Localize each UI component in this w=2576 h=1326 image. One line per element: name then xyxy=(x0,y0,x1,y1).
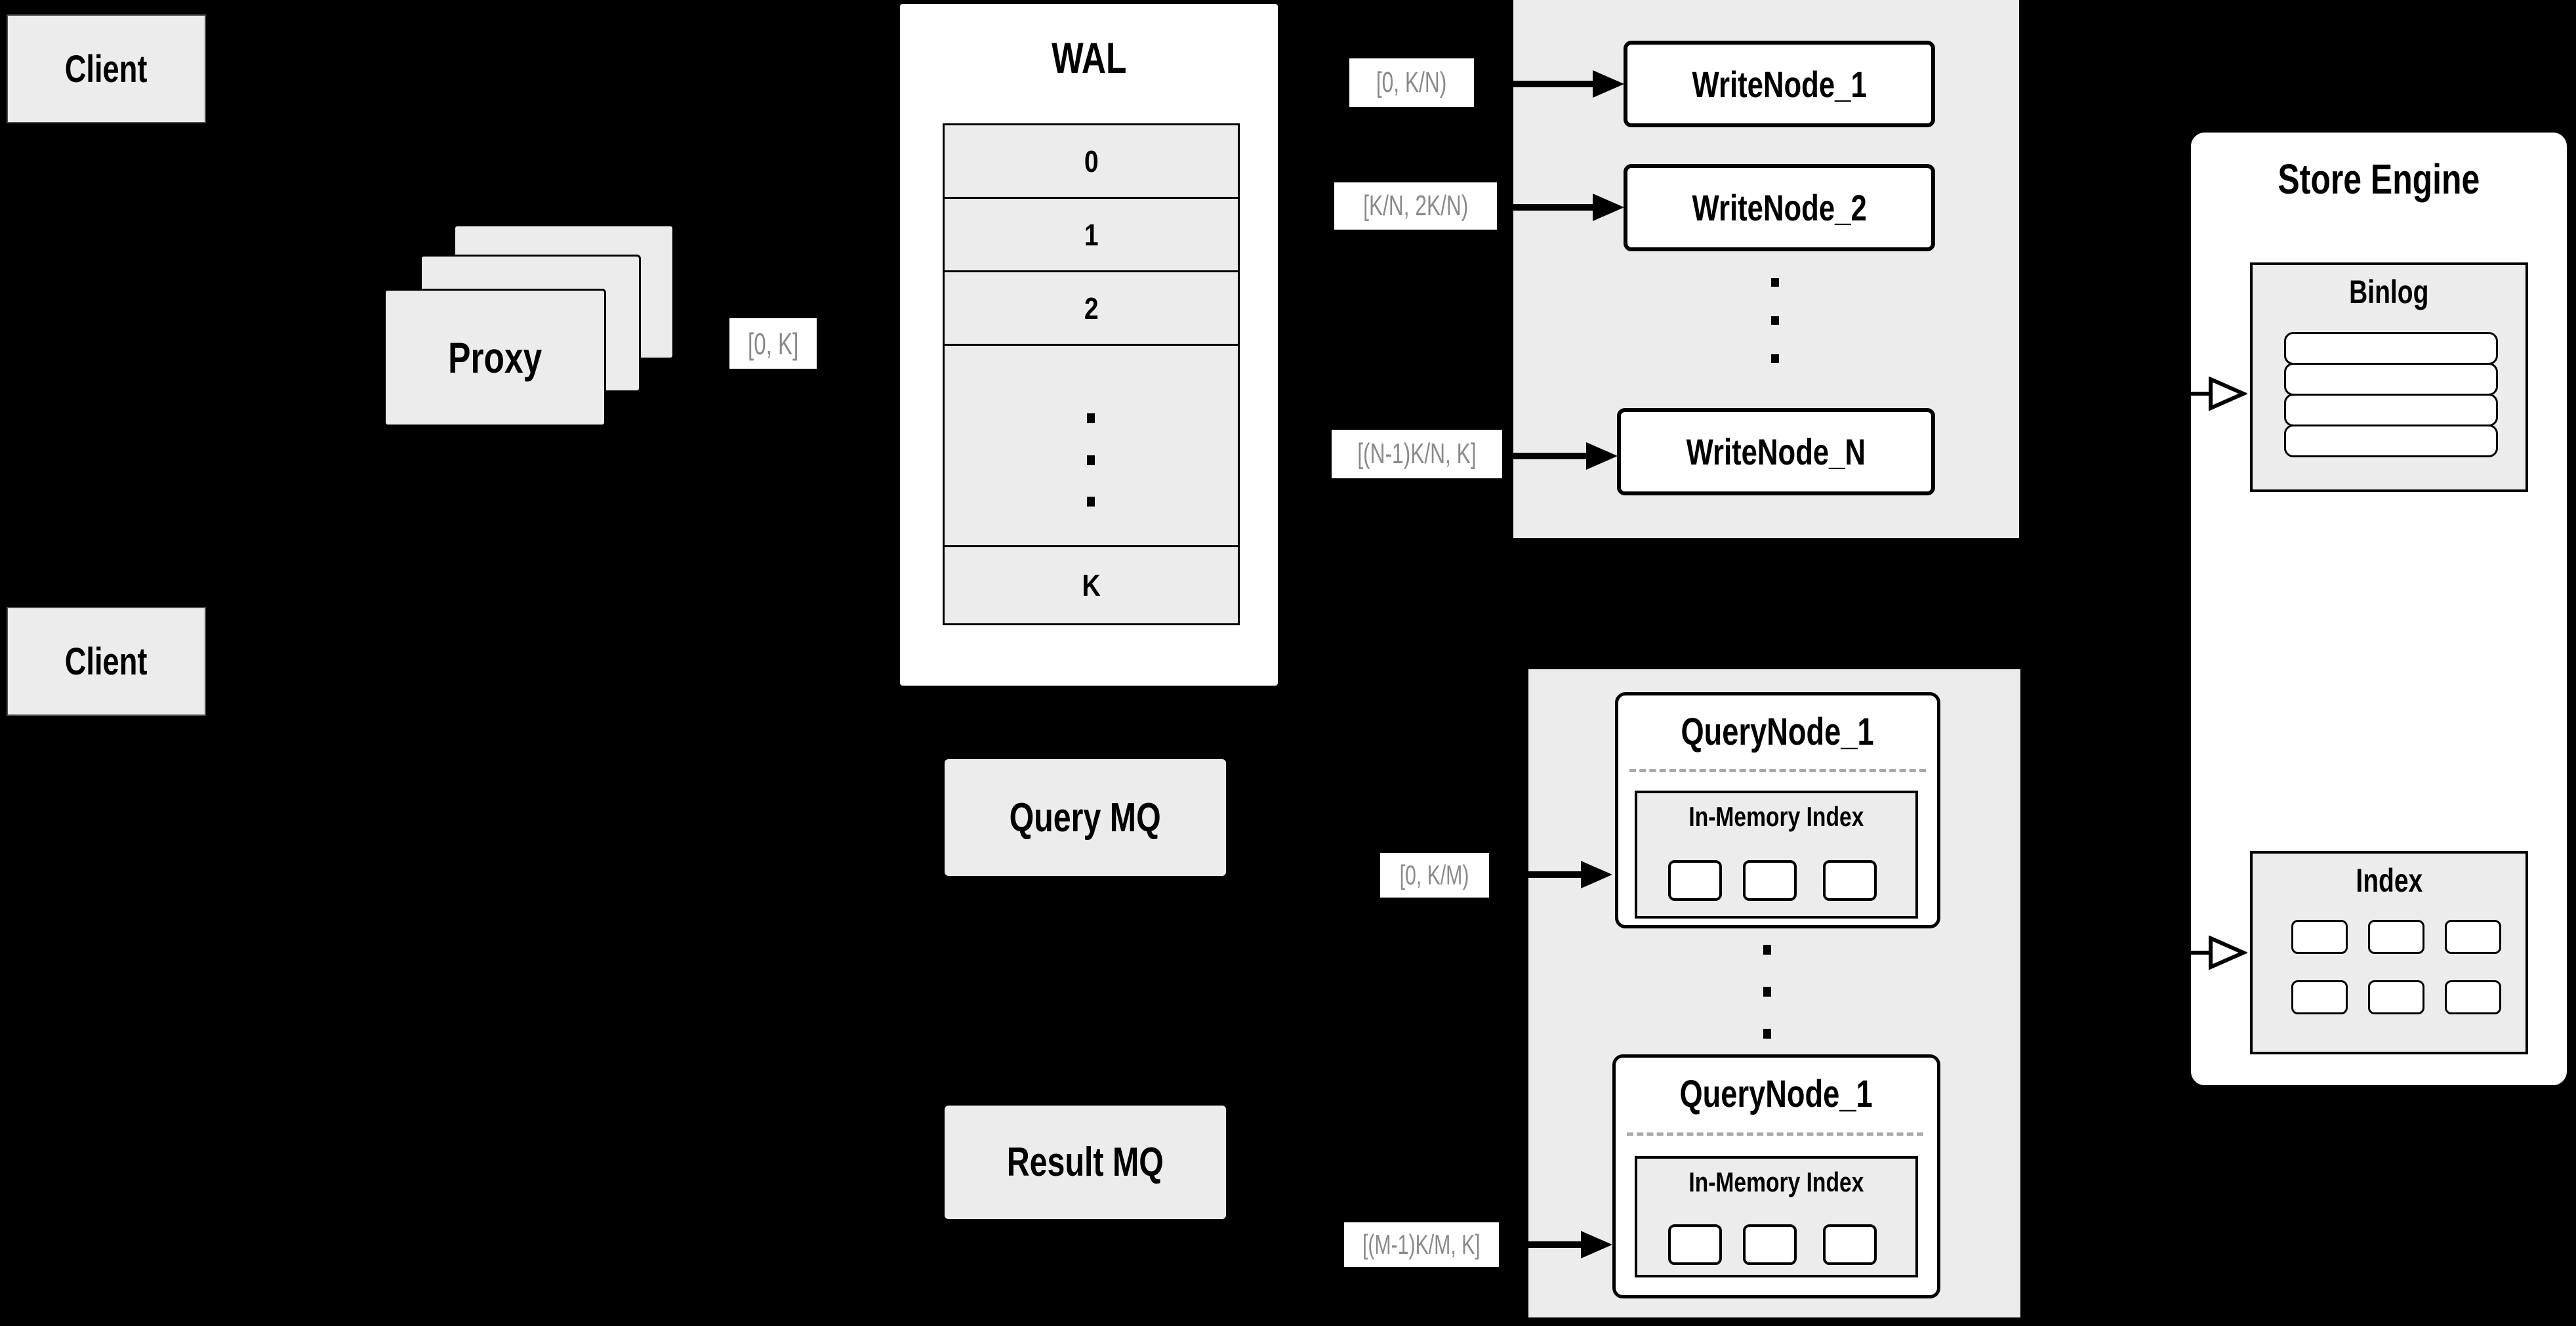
vertical-ellipsis-dot xyxy=(1763,945,1771,955)
query-mq-box: Query MQ xyxy=(945,759,1226,876)
binlog-row-bar xyxy=(2284,425,2498,457)
wal-segment-row: 2 xyxy=(943,270,1240,346)
memory-segment-square xyxy=(1743,860,1797,901)
binlog-row-bar xyxy=(2284,332,2498,365)
hollow-arrow-right-icon xyxy=(2209,377,2247,411)
memory-segment-square xyxy=(1823,860,1877,901)
dashed-divider xyxy=(1627,1132,1923,1136)
vertical-ellipsis-dot xyxy=(1763,1029,1771,1039)
vertical-ellipsis-dot xyxy=(1771,354,1779,363)
vertical-ellipsis-dot xyxy=(1087,413,1095,423)
vertical-ellipsis-dot xyxy=(1087,497,1095,507)
range-label-writenode-n: [(N-1)K/N, K] xyxy=(1332,430,1502,478)
range-label-proxy: [0, K] xyxy=(729,318,817,369)
arrow-right-icon xyxy=(1502,1241,1582,1248)
proxy-card-front: Proxy xyxy=(384,289,606,426)
range-label-writenode-2: [K/N, 2K/N) xyxy=(1334,182,1497,230)
binlog-row-bar xyxy=(2284,394,2498,426)
wal-title: WAL xyxy=(1051,33,1127,82)
wal-segment-row: 0 xyxy=(943,123,1240,199)
vertical-ellipsis-dot xyxy=(1771,278,1779,287)
client-box-top: Client xyxy=(7,14,206,123)
vertical-ellipsis-dot xyxy=(1771,316,1779,325)
memory-segment-square xyxy=(1743,1224,1797,1265)
client-label: Client xyxy=(65,640,148,683)
binlog-title: Binlog xyxy=(2349,274,2429,310)
client-box-bottom: Client xyxy=(7,607,206,716)
query-node-title: QueryNode_1 xyxy=(1681,710,1875,753)
arrow-right-icon xyxy=(1492,871,1582,878)
arrow-right-icon xyxy=(1505,453,1589,459)
hollow-arrow-right-icon xyxy=(2159,392,2212,396)
wal-segment-row: 1 xyxy=(943,197,1240,272)
proxy-label: Proxy xyxy=(447,333,542,382)
result-mq-box: Result MQ xyxy=(945,1106,1226,1219)
client-label: Client xyxy=(65,47,148,91)
write-node-n-box: WriteNode_N xyxy=(1617,408,1935,495)
vertical-ellipsis-dot xyxy=(1763,987,1771,997)
arrow-right-icon xyxy=(1500,204,1595,211)
hollow-arrow-right-icon xyxy=(2159,951,2212,955)
index-segment-square xyxy=(2291,920,2348,954)
index-segment-square xyxy=(2368,920,2424,954)
memory-segment-square xyxy=(1668,1224,1722,1265)
index-segment-square xyxy=(2445,920,2501,954)
index-title: Index xyxy=(2356,862,2423,899)
index-segment-square xyxy=(2291,980,2348,1014)
in-memory-index-title: In-Memory Index xyxy=(1688,1167,1864,1197)
dashed-divider xyxy=(1629,769,1926,772)
range-label-querynode-1: [0, K/M) xyxy=(1380,853,1489,898)
arrow-right-icon xyxy=(1581,861,1612,888)
vertical-ellipsis-dot xyxy=(1087,455,1095,465)
index-segment-square xyxy=(2445,980,2501,1014)
memory-segment-square xyxy=(1823,1224,1877,1265)
arrow-right-icon xyxy=(1593,194,1624,221)
write-node-1-box: WriteNode_1 xyxy=(1624,41,1935,127)
binlog-row-bar xyxy=(2284,363,2498,396)
write-node-2-box: WriteNode_2 xyxy=(1624,164,1935,251)
range-label-writenode-1: [0, K/N) xyxy=(1349,58,1474,107)
query-node-title: QueryNode_1 xyxy=(1679,1072,1873,1115)
store-engine-title: Store Engine xyxy=(2278,155,2480,203)
wal-ellipsis-row xyxy=(943,344,1240,547)
wal-segment-row: K xyxy=(943,545,1240,625)
arrow-right-icon xyxy=(1581,1231,1612,1258)
range-label-querynode-m: [(M-1)K/M, K] xyxy=(1344,1222,1499,1267)
arrow-right-icon xyxy=(1593,70,1624,98)
arrow-right-icon xyxy=(1586,442,1618,470)
in-memory-index-title: In-Memory Index xyxy=(1688,801,1864,832)
hollow-arrow-right-icon xyxy=(2209,936,2247,970)
memory-segment-square xyxy=(1668,860,1722,901)
arrow-right-icon xyxy=(1476,81,1595,87)
index-segment-square xyxy=(2368,980,2424,1014)
